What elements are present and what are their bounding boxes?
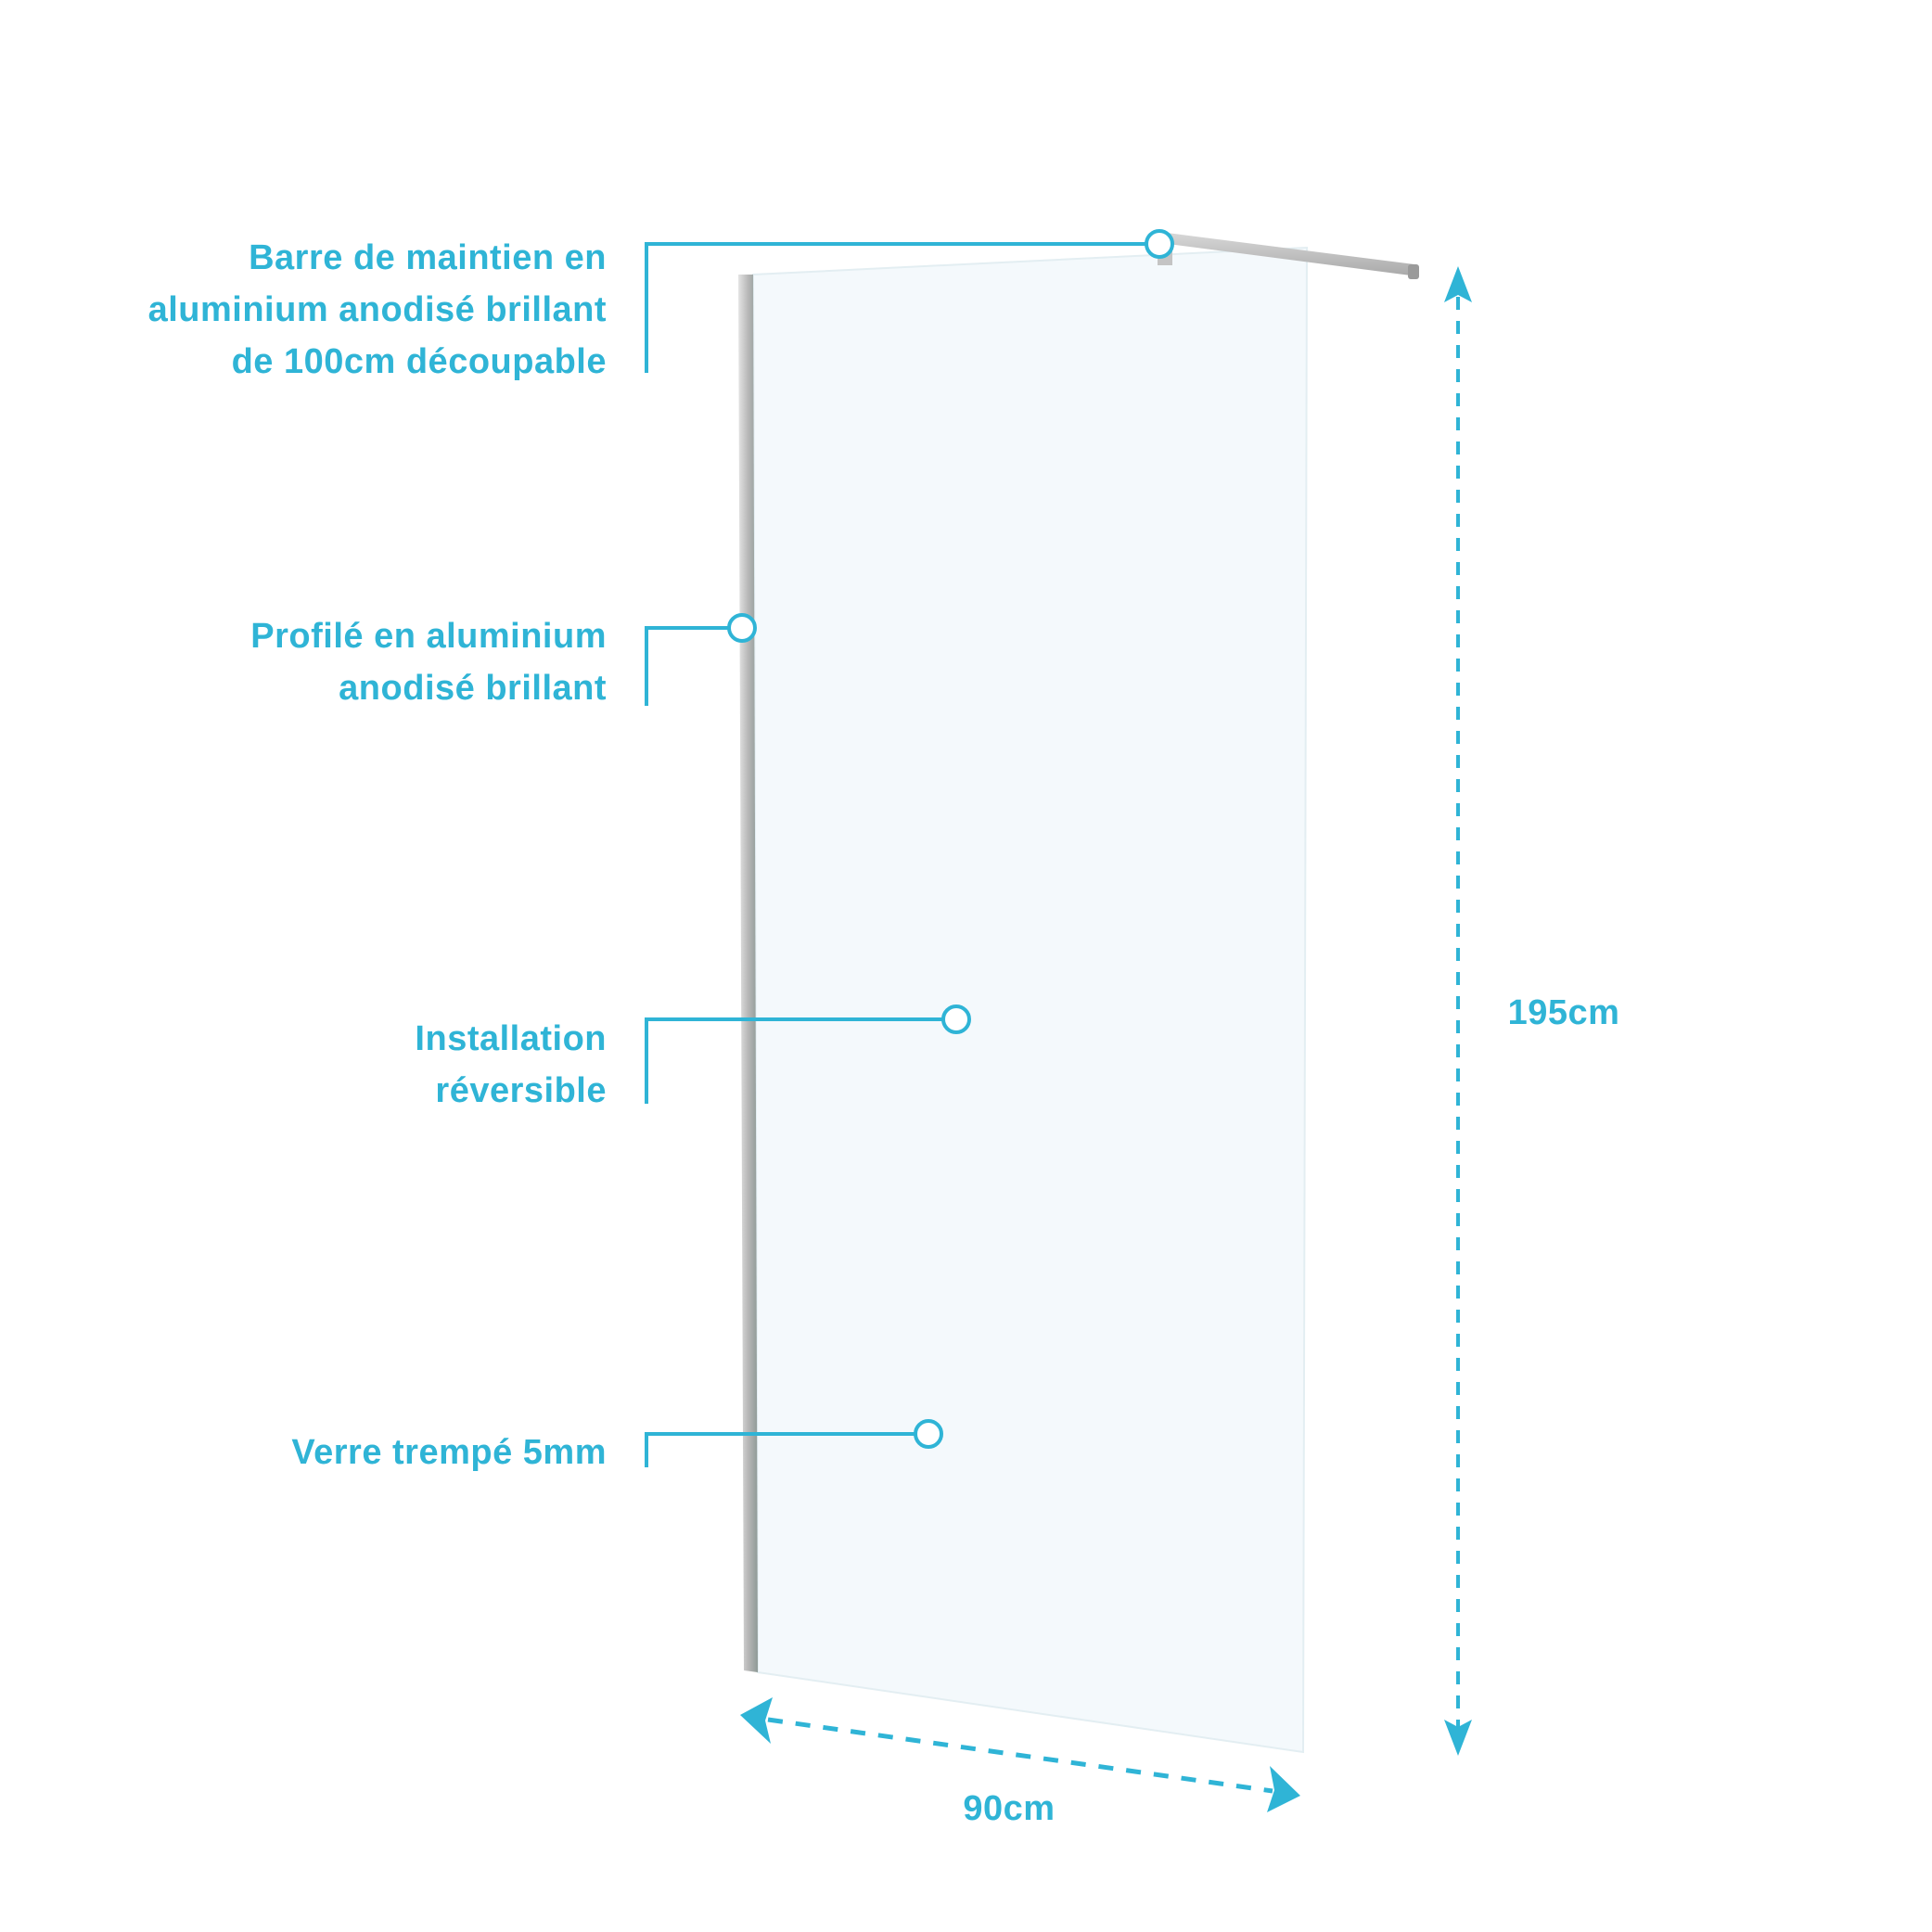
callout-leader-glass: [645, 1432, 915, 1467]
callout-installation-line-1: Installation: [415, 1019, 607, 1058]
callout-profile-line-2: anodisé brillant: [339, 669, 607, 708]
height-label: 195cm: [1508, 993, 1620, 1032]
arrow-up-icon: [1444, 266, 1472, 302]
support-bar: [1159, 232, 1418, 276]
callout-marker-bar: [1145, 229, 1174, 259]
width-dimension-line: [767, 1717, 1273, 1794]
callout-leader-bar: [645, 242, 1147, 373]
callout-profile-line-1: Profilé en aluminium: [250, 617, 607, 656]
callout-leader-installation: [645, 1017, 943, 1104]
bar-end-cap: [1408, 264, 1419, 279]
callout-bar-line-2: aluminium anodisé brillant: [148, 290, 607, 329]
callout-bar-line-1: Barre de maintien en: [249, 238, 607, 277]
callout-bar-line-3: de 100cm découpable: [232, 342, 607, 381]
callout-leader-profile: [645, 626, 730, 706]
callout-marker-profile: [727, 613, 757, 643]
width-label: 90cm: [963, 1789, 1055, 1828]
arrow-right-icon: [1267, 1766, 1300, 1812]
callout-marker-glass: [914, 1419, 943, 1449]
arrow-down-icon: [1444, 1720, 1472, 1756]
callout-installation-line-2: réversible: [435, 1071, 607, 1110]
callout-glass-line-1: Verre trempé 5mm: [291, 1433, 607, 1472]
glass-panel: [751, 246, 1309, 1754]
arrow-left-icon: [740, 1697, 773, 1744]
callout-marker-installation: [941, 1004, 971, 1034]
